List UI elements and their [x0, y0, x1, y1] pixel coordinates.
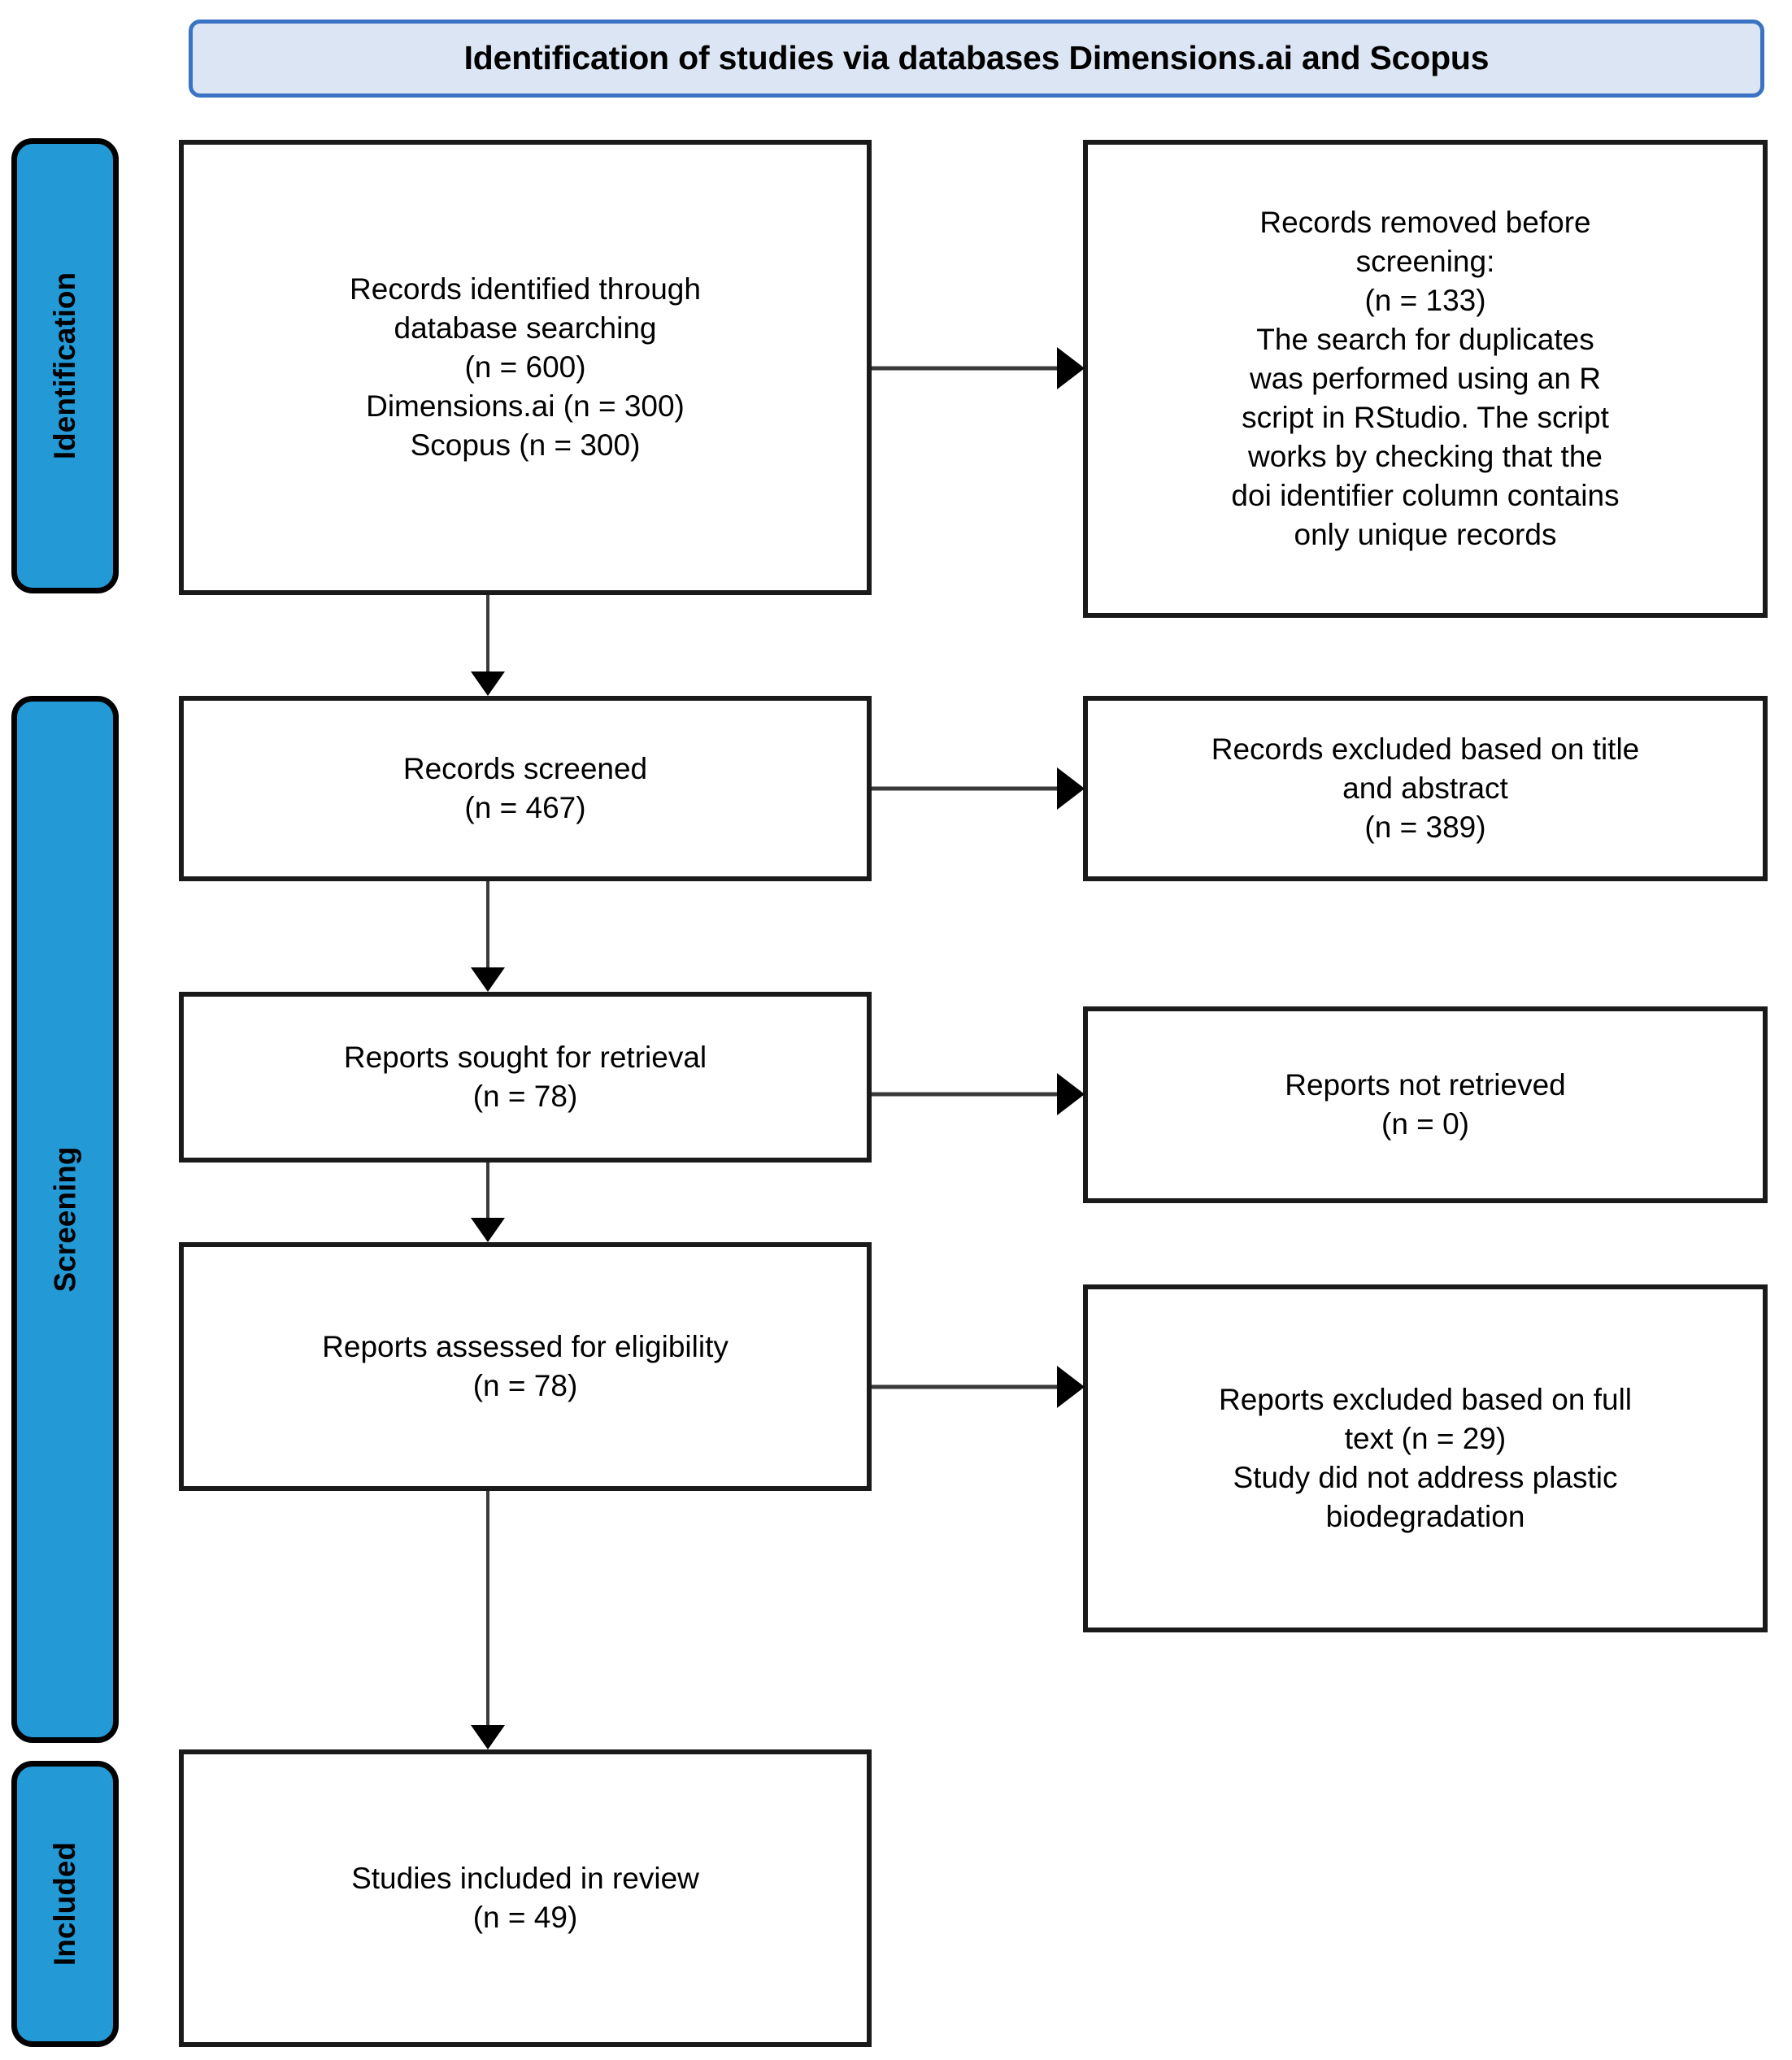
arrow-head-right-icon — [1057, 1073, 1085, 1115]
box-records-identified-text: Records identified through database sear… — [350, 272, 701, 463]
box-reports-excluded-full-text: Reports excluded based on full text (n =… — [1083, 1284, 1768, 1632]
box-records-removed-before-screening: Records removed before screening: (n = 1… — [1083, 140, 1768, 618]
arrow-right-screened-to-excluded — [872, 767, 1085, 810]
arrow-right-identified-to-removed — [872, 347, 1085, 389]
phase-tab-screening-label: Screening — [48, 1146, 81, 1293]
box-reports-assessed-text: Reports assessed for eligibility (n = 78… — [322, 1329, 729, 1402]
arrow-shaft — [486, 1163, 489, 1221]
page-title: Identification of studies via databases … — [463, 39, 1490, 77]
box-records-screened-text: Records screened (n = 467) — [402, 751, 648, 824]
arrow-down-assessed-to-included — [470, 1491, 506, 1749]
arrow-shaft — [872, 1092, 1059, 1097]
box-records-identified: Records identified through database sear… — [179, 140, 872, 595]
box-records-removed-text: Records removed before screening: (n = 1… — [1231, 205, 1620, 552]
arrow-down-screened-to-sought — [470, 881, 506, 992]
arrow-down-identified-to-screened — [470, 595, 506, 696]
box-reports-not-retrieved-text: Reports not retrieved (n = 0) — [1285, 1067, 1566, 1141]
arrow-head-down-icon — [471, 1218, 505, 1242]
arrow-shaft — [872, 366, 1059, 371]
arrow-shaft — [486, 595, 489, 675]
arrow-shaft — [486, 881, 489, 971]
box-records-excluded-title-abstract: Records excluded based on title and abst… — [1083, 696, 1768, 881]
box-studies-included-in-review: Studies included in review (n = 49) — [179, 1749, 872, 2047]
box-records-excluded-title-abstract-text: Records excluded based on title and abst… — [1211, 732, 1640, 845]
box-reports-not-retrieved: Reports not retrieved (n = 0) — [1083, 1006, 1768, 1203]
arrow-head-right-icon — [1057, 767, 1085, 810]
arrow-head-right-icon — [1057, 347, 1085, 389]
box-reports-sought-text: Reports sought for retrieval (n = 78) — [343, 1040, 707, 1113]
arrow-right-assessed-to-excluded-full-text — [872, 1366, 1085, 1408]
arrow-head-right-icon — [1057, 1366, 1085, 1408]
arrow-head-down-icon — [471, 671, 505, 696]
phase-tab-identification-label: Identification — [48, 272, 82, 460]
box-reports-excluded-full-text-text: Reports excluded based on full text (n =… — [1218, 1382, 1633, 1534]
phase-tab-identification: Identification — [11, 138, 119, 593]
phase-tab-included: Included — [11, 1761, 119, 2047]
phase-tab-screening: Screening — [11, 696, 119, 1743]
arrow-head-down-icon — [471, 967, 505, 992]
box-studies-included-text: Studies included in review (n = 49) — [351, 1861, 699, 1934]
arrow-down-sought-to-assessed — [470, 1163, 506, 1242]
phase-tab-included-label: Included — [48, 1841, 81, 1967]
box-reports-assessed-for-eligibility: Reports assessed for eligibility (n = 78… — [179, 1242, 872, 1491]
arrow-right-sought-to-not-retrieved — [872, 1073, 1085, 1115]
diagram-header-banner: Identification of studies via databases … — [189, 20, 1764, 98]
arrow-shaft — [872, 786, 1059, 791]
box-reports-sought-for-retrieval: Reports sought for retrieval (n = 78) — [179, 992, 872, 1163]
arrow-shaft — [872, 1384, 1059, 1389]
box-records-screened: Records screened (n = 467) — [179, 696, 872, 881]
arrow-shaft — [486, 1491, 489, 1728]
arrow-head-down-icon — [471, 1725, 505, 1749]
